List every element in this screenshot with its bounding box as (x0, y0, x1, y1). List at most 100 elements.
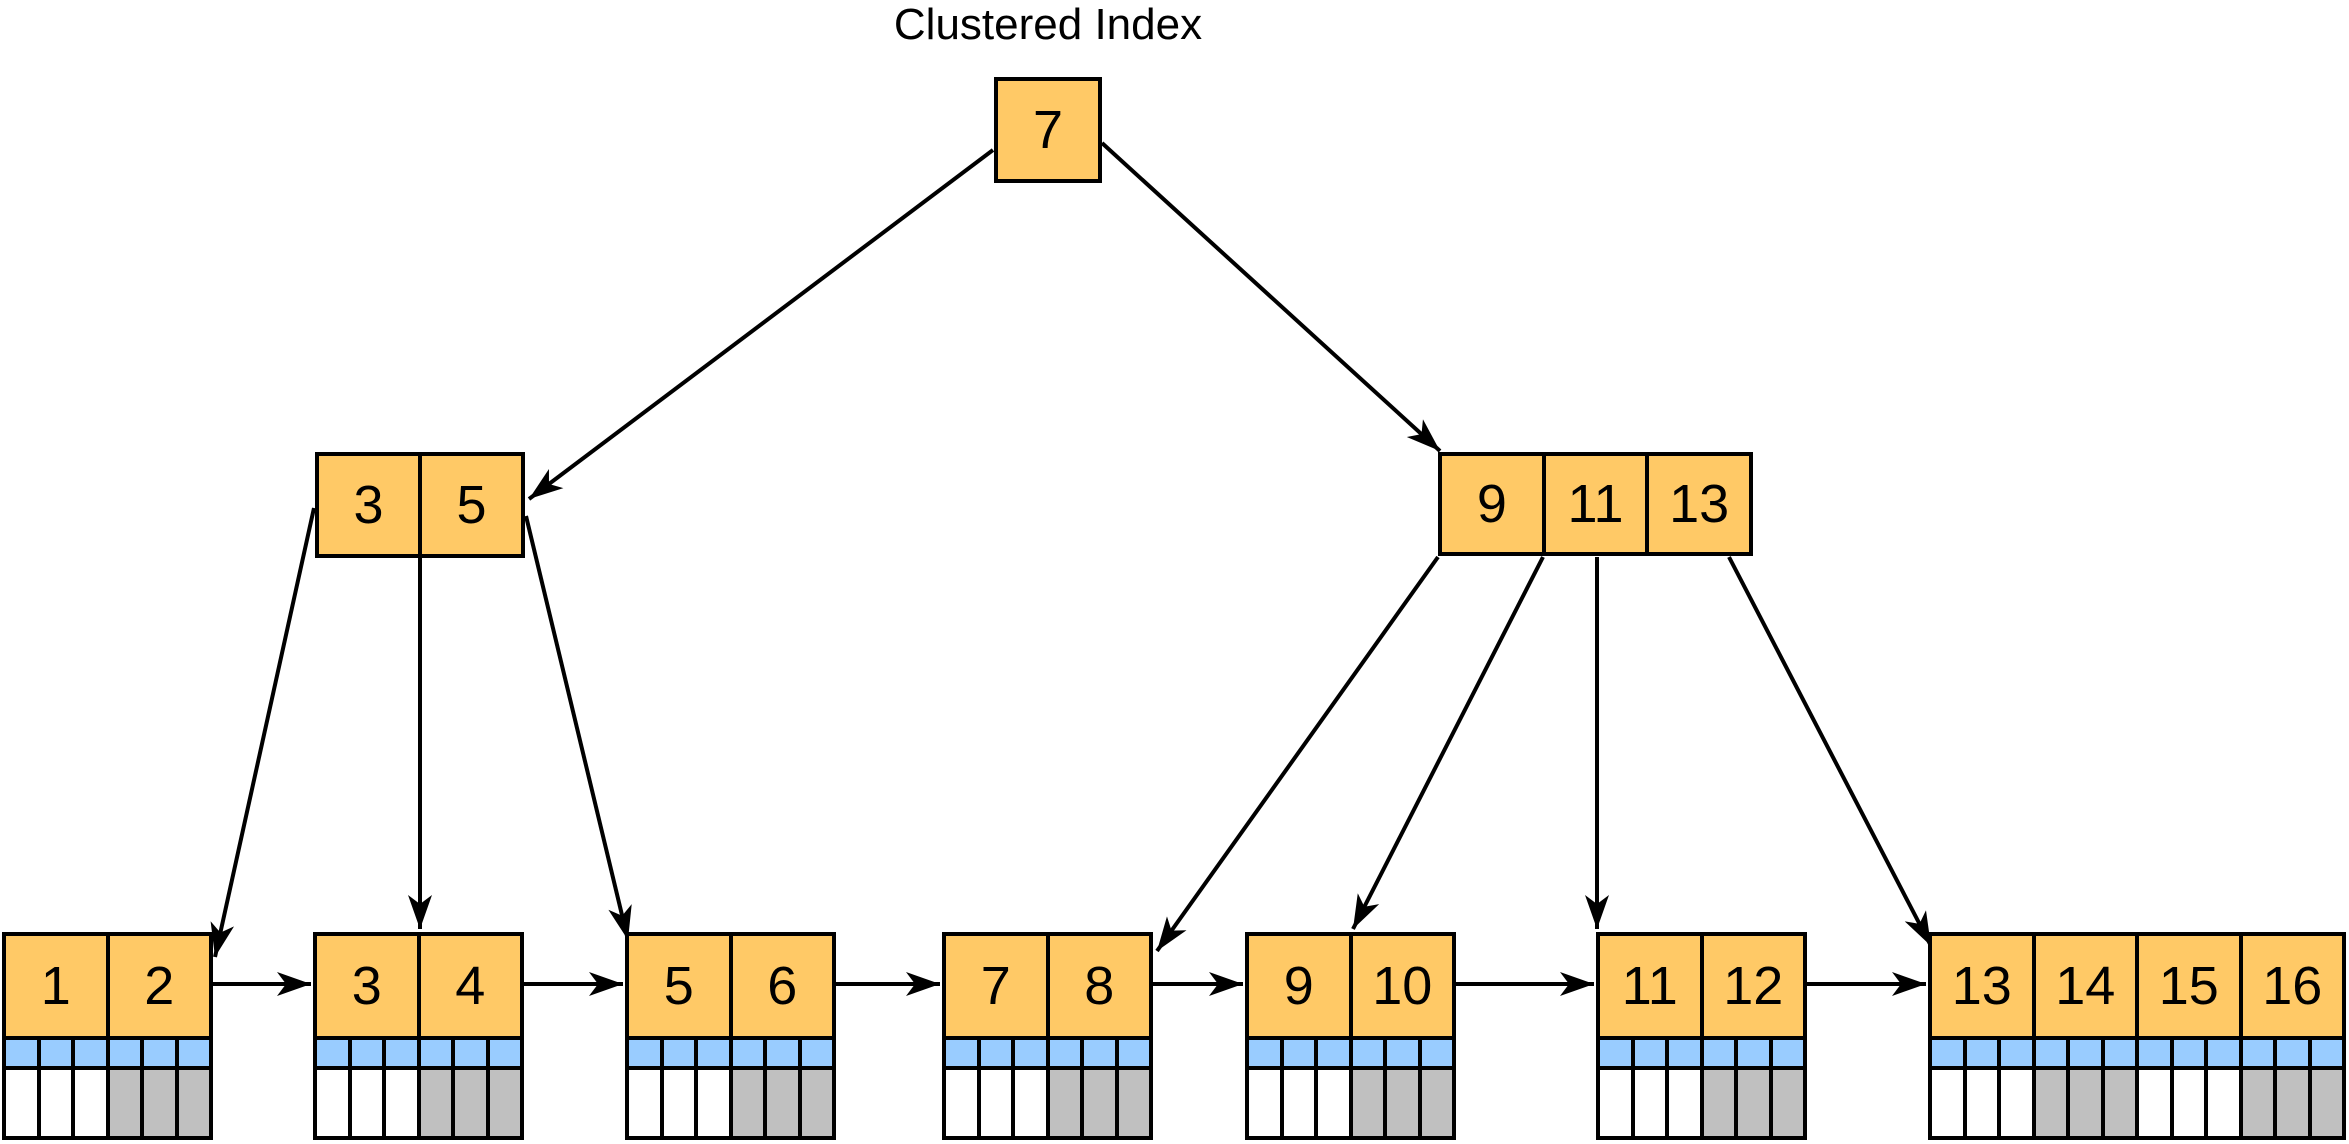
row-pointer-cell (420, 1040, 451, 1066)
key-row: 7 (998, 81, 1098, 179)
row-pointer-cell (386, 1040, 417, 1066)
key-cell: 3 (319, 456, 418, 554)
row-pointer-cell (455, 1040, 486, 1066)
row-pointer-cell (40, 1040, 71, 1066)
row-pointer-cell (1932, 1040, 1963, 1066)
key-cell: 8 (1049, 936, 1149, 1036)
record-cell-free (1015, 1070, 1046, 1136)
key-cell: 5 (422, 456, 521, 554)
key-cell: 5 (629, 936, 729, 1036)
diagram-title: Clustered Index (893, 0, 1203, 49)
row-pointer-cell (75, 1040, 106, 1066)
data-record-row (1600, 1070, 1803, 1136)
record-cell-free (2139, 1070, 2170, 1136)
row-pointer-cell (629, 1040, 660, 1066)
key-cell: 12 (1703, 936, 1803, 1036)
key-cell: 15 (2139, 936, 2239, 1036)
row-pointer-cell (489, 1040, 520, 1066)
key-cell: 7 (998, 81, 1098, 179)
record-cell-free (75, 1070, 106, 1136)
record-cell-free (317, 1070, 348, 1136)
row-pointer-cell (1318, 1040, 1349, 1066)
data-record-row (629, 1070, 832, 1136)
record-cell-used (2104, 1070, 2135, 1136)
row-pointer-cell (6, 1040, 37, 1066)
row-pointer-cell (1634, 1040, 1665, 1066)
key-cell: 16 (2242, 936, 2342, 1036)
record-cell-free (663, 1070, 694, 1136)
key-cell: 7 (946, 936, 1046, 1036)
record-cell-used (2277, 1070, 2308, 1136)
key-cell: 13 (1649, 456, 1750, 552)
record-cell-used (1738, 1070, 1769, 1136)
key-cell: 13 (1932, 936, 2032, 1036)
row-pointer-cell (1703, 1040, 1734, 1066)
record-cell-free (1966, 1070, 1997, 1136)
record-cell-used (767, 1070, 798, 1136)
record-cell-free (351, 1070, 382, 1136)
record-cell-used (1118, 1070, 1149, 1136)
row-pointer-cell (1283, 1040, 1314, 1066)
edge-right-to-leaf7 (1727, 556, 1933, 947)
row-pointer-cell (178, 1040, 209, 1066)
row-pointer-cell (2070, 1040, 2101, 1066)
record-cell-used (144, 1070, 175, 1136)
row-pointer-cell (1421, 1040, 1452, 1066)
record-cell-used (178, 1070, 209, 1136)
record-cell-free (2208, 1070, 2239, 1136)
record-cell-used (109, 1070, 140, 1136)
record-cell-free (1249, 1070, 1280, 1136)
row-pointer-row (1600, 1040, 1803, 1066)
record-cell-used (1352, 1070, 1383, 1136)
row-pointer-row (6, 1040, 209, 1066)
row-pointer-cell (2311, 1040, 2342, 1066)
row-pointer-cell (732, 1040, 763, 1066)
key-cell: 9 (1249, 936, 1349, 1036)
record-cell-used (1084, 1070, 1115, 1136)
row-pointer-cell (2208, 1040, 2239, 1066)
row-pointer-cell (109, 1040, 140, 1066)
key-cell: 1 (6, 936, 106, 1036)
edge-right-to-leaf4 (1155, 555, 1440, 953)
record-cell-used (2311, 1070, 2342, 1136)
record-cell-used (1772, 1070, 1803, 1136)
row-pointer-row (1932, 1040, 2342, 1066)
record-cell-free (1669, 1070, 1700, 1136)
record-cell-free (629, 1070, 660, 1136)
record-cell-free (40, 1070, 71, 1136)
record-cell-used (2242, 1070, 2273, 1136)
edge-root-to-right (1100, 141, 1442, 453)
row-pointer-cell (980, 1040, 1011, 1066)
row-pointer-cell (2277, 1040, 2308, 1066)
key-cell: 11 (1600, 936, 1700, 1036)
row-pointer-cell (2242, 1040, 2273, 1066)
row-pointer-cell (1118, 1040, 1149, 1066)
data-record-row (946, 1070, 1149, 1136)
edge-left-to-leaf1 (210, 507, 316, 958)
row-pointer-cell (698, 1040, 729, 1066)
edge-root-to-left (527, 148, 995, 501)
row-pointer-cell (801, 1040, 832, 1066)
key-cell: 10 (1352, 936, 1452, 1036)
data-record-row (6, 1070, 209, 1136)
row-pointer-row (317, 1040, 520, 1066)
row-pointer-cell (1600, 1040, 1631, 1066)
record-cell-used (1421, 1070, 1452, 1136)
row-pointer-cell (1352, 1040, 1383, 1066)
record-cell-used (1049, 1070, 1080, 1136)
row-pointer-cell (351, 1040, 382, 1066)
record-cell-used (1703, 1070, 1734, 1136)
